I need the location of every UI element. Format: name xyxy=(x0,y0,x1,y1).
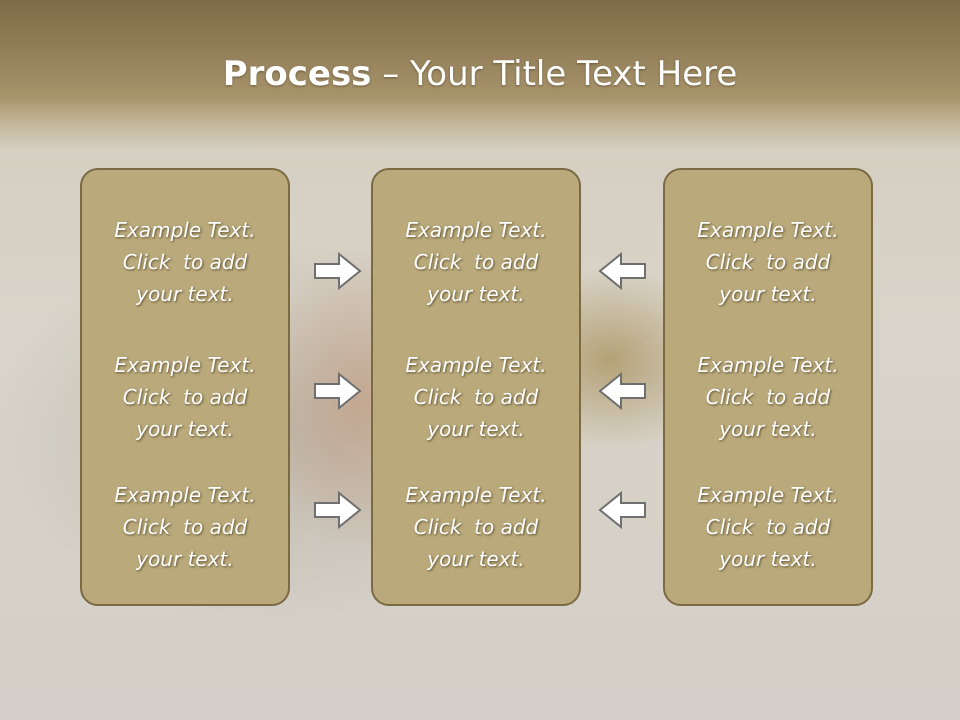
text-line: Example Text. xyxy=(697,483,839,507)
text-line: Example Text. xyxy=(114,218,256,242)
title-bold: Process xyxy=(222,54,372,94)
slide-title[interactable]: Process – Your Title Text Here xyxy=(0,54,960,94)
text-line: Click to add xyxy=(705,385,831,409)
text-line: Click to add xyxy=(413,250,539,274)
text-block[interactable]: Example Text. Click to add your text. xyxy=(665,479,871,575)
text-line: Example Text. xyxy=(405,483,547,507)
text-block[interactable]: Example Text. Click to add your text. xyxy=(665,214,871,310)
process-box-left[interactable]: Example Text. Click to add your text. Ex… xyxy=(80,168,290,606)
text-line: your text. xyxy=(719,547,817,571)
text-line: Example Text. xyxy=(405,353,547,377)
text-block[interactable]: Example Text. Click to add your text. xyxy=(373,349,579,445)
text-line: your text. xyxy=(136,417,234,441)
text-block[interactable]: Example Text. Click to add your text. xyxy=(373,479,579,575)
text-line: Click to add xyxy=(705,515,831,539)
text-line: your text. xyxy=(136,282,234,306)
process-box-middle[interactable]: Example Text. Click to add your text. Ex… xyxy=(371,168,581,606)
arrow-right-icon xyxy=(314,251,362,291)
arrow-left-icon xyxy=(598,251,646,291)
text-line: Example Text. xyxy=(114,353,256,377)
text-line: your text. xyxy=(719,417,817,441)
arrow-right-icon xyxy=(314,490,362,530)
text-line: Click to add xyxy=(413,385,539,409)
text-line: Click to add xyxy=(705,250,831,274)
process-box-right[interactable]: Example Text. Click to add your text. Ex… xyxy=(663,168,873,606)
text-line: your text. xyxy=(427,547,525,571)
text-block[interactable]: Example Text. Click to add your text. xyxy=(373,214,579,310)
text-line: your text. xyxy=(719,282,817,306)
text-line: Example Text. xyxy=(405,218,547,242)
text-block[interactable]: Example Text. Click to add your text. xyxy=(82,214,288,310)
text-line: Click to add xyxy=(122,385,248,409)
text-block[interactable]: Example Text. Click to add your text. xyxy=(665,349,871,445)
arrow-left-icon xyxy=(598,490,646,530)
text-line: Example Text. xyxy=(114,483,256,507)
text-line: your text. xyxy=(427,282,525,306)
arrow-left-icon xyxy=(598,371,646,411)
text-line: Click to add xyxy=(122,515,248,539)
text-line: your text. xyxy=(136,547,234,571)
text-block[interactable]: Example Text. Click to add your text. xyxy=(82,479,288,575)
text-line: Example Text. xyxy=(697,353,839,377)
arrow-right-icon xyxy=(314,371,362,411)
text-line: your text. xyxy=(427,417,525,441)
title-band xyxy=(0,0,960,150)
title-rest: – Your Title Text Here xyxy=(371,54,738,94)
text-line: Click to add xyxy=(413,515,539,539)
text-line: Example Text. xyxy=(697,218,839,242)
text-block[interactable]: Example Text. Click to add your text. xyxy=(82,349,288,445)
text-line: Click to add xyxy=(122,250,248,274)
